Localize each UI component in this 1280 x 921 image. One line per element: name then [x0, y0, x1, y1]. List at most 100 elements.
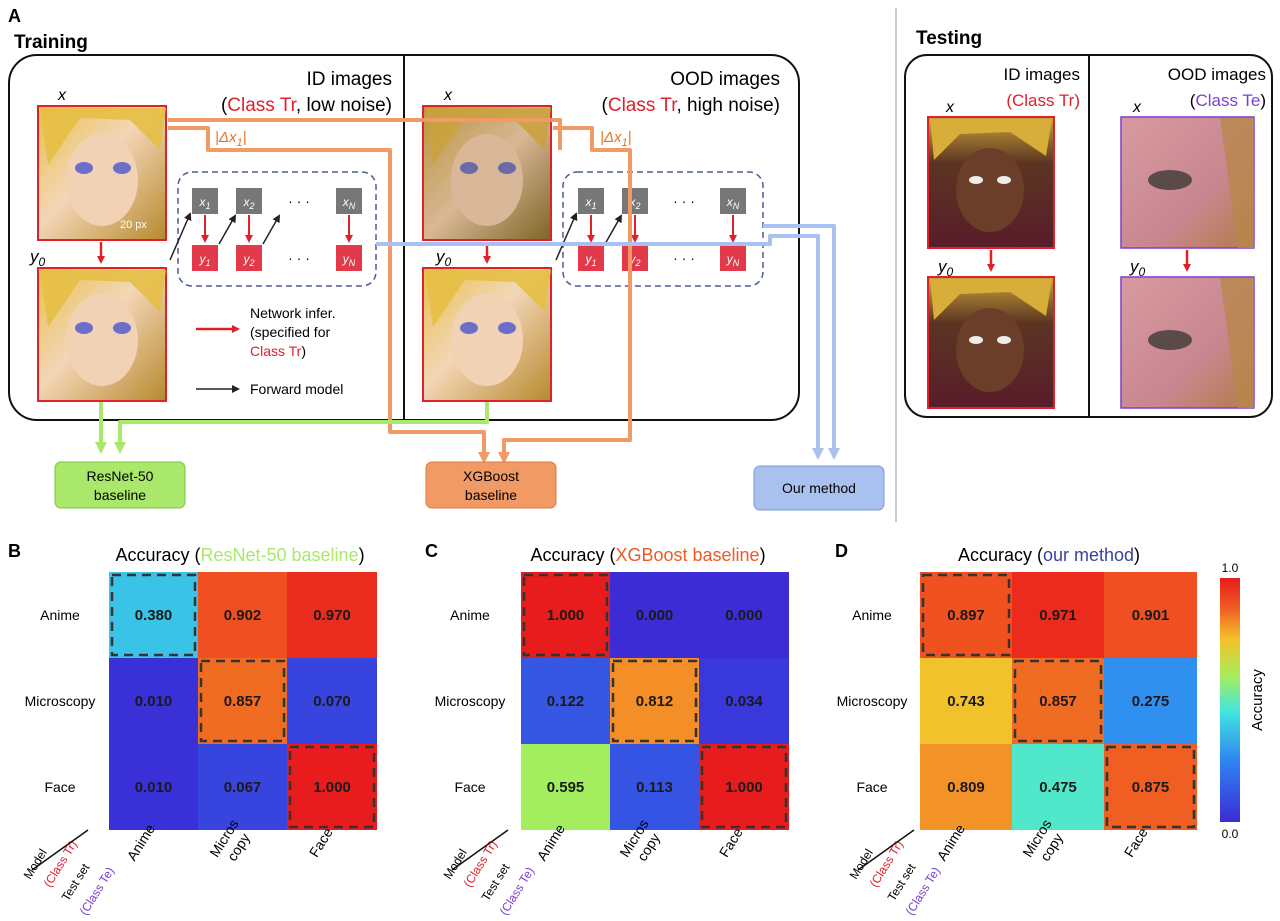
heatmap-cell	[920, 572, 1012, 658]
heatmap-cell-value: 0.010	[135, 693, 173, 710]
delta-x-label-id: |Δx1|	[215, 129, 247, 149]
heatmap-cell-value: 0.275	[1132, 693, 1170, 710]
chain-group-ood	[562, 171, 764, 287]
heatmap-cell	[1012, 744, 1104, 830]
diagonal-highlight	[1013, 659, 1103, 743]
diagonal-highlight	[921, 573, 1011, 657]
heatmap-cell-value: 0.000	[636, 607, 674, 624]
our-method-label: Our method	[782, 480, 856, 496]
testing-label-y0-id: y0	[937, 257, 954, 279]
data-flow-lines	[95, 118, 840, 464]
heatmap-cell-value: 0.902	[224, 607, 262, 624]
heatmap-cell	[521, 744, 610, 830]
heatmap-cell	[1104, 658, 1197, 744]
chain-id: x1 x2 xN y1 y2 yN · · · · · ·	[169, 188, 362, 271]
heatmap-cell	[699, 744, 789, 830]
chain-ellipsis-x-id: · · ·	[288, 193, 310, 209]
testing-id-title: ID images	[1003, 65, 1080, 84]
heatmap-cell-value: 0.897	[947, 607, 985, 624]
row-label: Microscopy	[25, 693, 96, 709]
diagonal-highlight	[199, 659, 286, 743]
heatmap-cell-value: 1.000	[313, 779, 351, 796]
testing-ood-subtitle: (Class Te)	[1190, 91, 1266, 110]
diagonal-highlight	[110, 573, 197, 657]
heatmap-cell	[198, 658, 287, 744]
xgboost-baseline-label-2: baseline	[465, 487, 517, 503]
heatmap-cell-value: 0.000	[725, 607, 763, 624]
chain-yn-id	[336, 245, 362, 271]
heatmap-cell-value: 0.809	[947, 779, 985, 796]
heatmap-cell-value: 0.070	[313, 693, 351, 710]
heatmap-cell	[1104, 572, 1197, 658]
row-label: Microscopy	[435, 693, 506, 709]
heatmap-cell	[521, 572, 610, 658]
heatmap-cell-value: 0.812	[636, 693, 674, 710]
heatmap-cell	[521, 658, 610, 744]
chain-x2-id	[236, 188, 262, 214]
label-y0-id: y0	[29, 247, 46, 269]
test-cartoon-input-image	[927, 116, 1055, 249]
heatmap-cell-value: 0.475	[1039, 779, 1077, 796]
chain-y2-ood	[622, 245, 648, 271]
chain-yn-ood	[720, 245, 746, 271]
diagonal-highlight	[288, 745, 376, 829]
chain-y1-id-label: y1	[198, 252, 210, 268]
xgboost-baseline-box	[425, 461, 557, 509]
heatmap-cell-value: 1.000	[547, 607, 585, 624]
chain-x1-ood	[578, 188, 604, 214]
testing-label-y0-ood: y0	[1129, 257, 1146, 279]
chain-xn-id	[336, 188, 362, 214]
id-images-subtitle: (Class Tr, low noise)	[221, 95, 392, 116]
anime-input-image-id: 20 px	[37, 105, 167, 241]
chain-xn-id-label: xN	[342, 195, 356, 211]
scale-bar-label: 20 px	[120, 219, 147, 231]
diagonal-highlight	[1105, 745, 1196, 829]
heatmap-cell-value: 0.901	[1132, 607, 1170, 624]
heatmap-cell-value: 0.857	[224, 693, 262, 710]
chain-xn-ood-label: xN	[726, 195, 740, 211]
chain-y2-id	[236, 245, 262, 271]
heatmap-cell-value: 1.000	[725, 779, 763, 796]
diagonal-highlight	[700, 745, 788, 829]
label-x-id: x	[57, 87, 67, 104]
heatmap-cell-value: 0.970	[313, 607, 351, 624]
heatmap-d-title: Accuracy (our method)	[958, 545, 1140, 565]
id-images-title: ID images	[306, 69, 392, 90]
heatmap-cell	[287, 658, 377, 744]
panel-a-letter: A	[8, 6, 21, 26]
row-label: Microscopy	[837, 693, 908, 709]
chain-y1-ood-label: y1	[584, 252, 596, 268]
training-title: Training	[14, 32, 88, 53]
heatmap-cell-value: 0.875	[1132, 779, 1170, 796]
heatmap-cell	[699, 658, 789, 744]
axis-divider	[451, 829, 509, 871]
chain-x2-ood-label: x2	[628, 195, 640, 211]
row-label: Anime	[40, 607, 80, 623]
chain-x2-id-label: x2	[242, 195, 254, 211]
ood-images-title: OOD images	[670, 69, 780, 90]
heatmap-cell-value: 0.034	[725, 693, 763, 710]
heatmap-cell	[1104, 744, 1197, 830]
colorbar-gradient	[1220, 578, 1240, 822]
resnet-baseline-label-2: baseline	[94, 487, 146, 503]
ood-images-subtitle: (Class Tr, high noise)	[602, 95, 780, 116]
heatmap-b-title: Accuracy (ResNet-50 baseline)	[115, 545, 364, 565]
chain-y1-ood	[578, 245, 604, 271]
test-child-input-image	[1120, 116, 1255, 249]
colorbar-min-label: 0.0	[1222, 827, 1239, 841]
heatmap-cell-value: 0.857	[1039, 693, 1077, 710]
panel-letter-d: D	[835, 541, 848, 561]
heatmap-cell-value: 0.122	[547, 693, 585, 710]
test-child-output-image	[1120, 276, 1255, 409]
delta-x-label-ood: |Δx1|	[600, 129, 632, 149]
heatmap-cell	[920, 658, 1012, 744]
anime-target-image-ood	[422, 267, 552, 402]
chain-y1-id	[192, 245, 218, 271]
legend-network-line2: (specified for	[250, 324, 330, 340]
row-label: Face	[44, 779, 75, 795]
test-cartoon-output-image	[927, 276, 1055, 409]
